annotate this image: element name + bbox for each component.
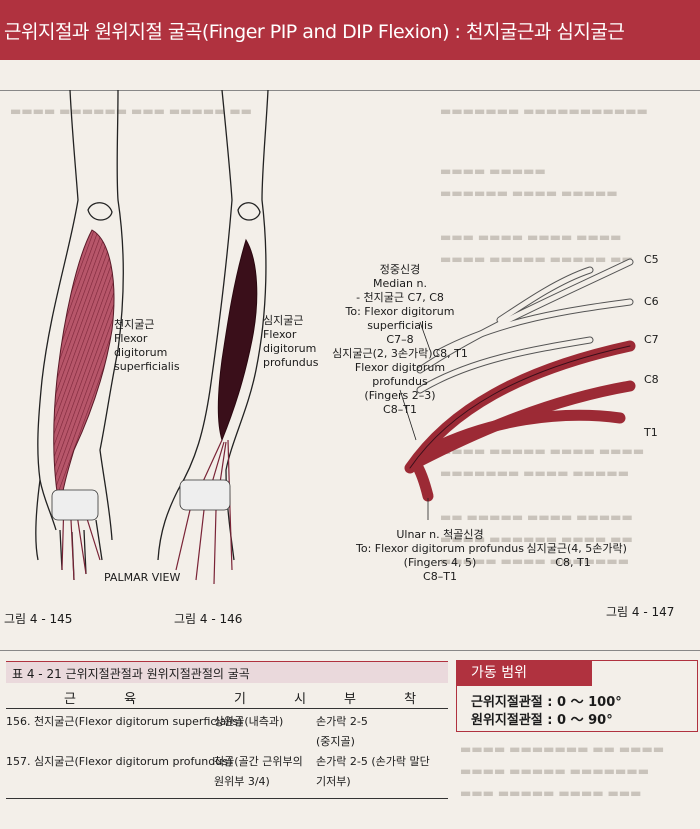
ulnar-label-fingers: (Fingers 4, 5) [403, 556, 477, 569]
bleed-through-text: ▬▬▬▬▬▬▬ ▬▬▬▬▬▬▬▬▬▬▬ [440, 104, 648, 118]
ulnar-label-roots: C8–T1 [423, 570, 457, 583]
palmar-view-label: PALMAR VIEW [104, 571, 181, 584]
fdp-23-label-fingers: (Fingers 2–3) [364, 389, 436, 402]
ulnar-nerve-label: Ulnar n. 척골신경 To: Flexor digitorum profu… [340, 528, 540, 584]
table-header-origin: 기 시 [234, 692, 329, 707]
median-label-fds: - 천지굴근 C7, C8 [356, 291, 444, 304]
caption-fig-145: 그림 4 - 145 [4, 612, 73, 626]
nerve-illustration [399, 258, 636, 520]
fdp-label-line2: Flexor [263, 328, 297, 341]
fdp-23-label-roots: C8–T1 [383, 403, 417, 416]
table-header-muscle: 근 육 [64, 692, 159, 707]
rom-title: 가동 범위 [457, 661, 592, 686]
root-c7: C7 [644, 333, 659, 346]
table-bottom-border [6, 798, 448, 799]
fdp-label-ko: 심지굴근 [263, 314, 304, 327]
row-157-origin-2: 원위부 3/4) [214, 775, 270, 788]
row-157-insertion-2: 기저부) [316, 775, 351, 788]
fdp-45-label-ko: - 심지굴근(4, 5손가락) [519, 542, 627, 555]
fdp-23-label: 심지굴근(2, 3손가락)C8, T1 Flexor digitorum pro… [300, 347, 500, 417]
fds-tendons [61, 489, 101, 581]
table-title: 표 4 - 21 근위지절관절과 원위지절관절의 굴곡 [6, 661, 448, 683]
fdp-23-label-ko: 심지굴근(2, 3손가락)C8, T1 [332, 347, 468, 360]
rom-dip: 원위지절관절 : 0 ～ 90° [471, 713, 613, 728]
fds-label-ko: 천지굴근 [114, 318, 155, 331]
root-c8: C8 [644, 373, 659, 386]
row-157-insertion-1: 손가락 2-5 (손가락 말단 [316, 755, 430, 768]
fdp-label-line3: digitorum [263, 342, 317, 355]
fds-label: 천지굴근 Flexor digitorum superficialis [114, 318, 180, 374]
table-header-divider [6, 708, 448, 709]
fdp-label: 심지굴근 Flexor digitorum profundus [263, 314, 319, 370]
flexor-digitorum-profundus-muscle [217, 238, 258, 442]
median-label-to: To: Flexor digitorum [345, 305, 455, 318]
bleed-through-text: ▬▬▬▬ ▬▬▬▬▬ ▬▬▬▬ ▬▬▬▬▬▬▬▬▬▬▬ ▬▬▬▬ ▬▬▬▬▬▬▬… [440, 444, 645, 568]
caption-fig-146: 그림 4 - 146 [174, 612, 243, 626]
panel-top-border [0, 90, 700, 91]
label-leader-lines [399, 321, 431, 520]
row-157-muscle: 157. 심지굴근(Flexor digitorum profundus) [6, 755, 233, 768]
table-header-insertion: 부 착 [344, 692, 439, 707]
median-label-ko: 정중신경 [379, 263, 421, 276]
row-156-origin: 상완골(내측과) [214, 715, 284, 728]
row-156-insertion-1: 손가락 2-5 [316, 715, 368, 728]
bleed-through-text: ▬▬▬▬ ▬▬▬▬▬▬▬ ▬▬ ▬▬▬▬▬▬▬▬ ▬▬▬▬▬ ▬▬▬▬▬▬▬▬▬… [460, 742, 665, 800]
root-c5: C5 [644, 253, 659, 266]
median-label-muscle: superficialis [367, 319, 433, 332]
row-156-insertion-2: (중지골) [316, 735, 355, 748]
fdp-23-label-en2: profundus [372, 375, 428, 388]
fds-label-line2: Flexor [114, 332, 148, 345]
page-title: 근위지절과 원위지절 굴곡(Finger PIP and DIP Flexion… [4, 20, 625, 43]
row-157-origin-1: 척골(골간 근위부의 [214, 755, 303, 768]
fdp-45-label-roots: C8, T1 [555, 556, 591, 569]
fdp-45-label: - 심지굴근(4, 5손가락) C8, T1 [508, 542, 638, 570]
forearm-illustrations [35, 90, 269, 585]
root-c6: C6 [644, 295, 659, 308]
bleed-through-text: ▬▬▬▬ ▬▬▬▬▬▬▬▬▬▬▬ ▬▬▬▬ ▬▬▬▬▬▬▬▬ ▬▬▬▬ ▬▬▬▬… [440, 164, 633, 266]
fdp-23-label-en1: Flexor digitorum [354, 361, 446, 374]
panel-bottom-border [0, 650, 700, 651]
fds-label-line4: superficialis [114, 360, 180, 373]
ulnar-label-to: To: Flexor digitorum profundus [356, 542, 524, 555]
flexor-digitorum-superficialis-muscle [53, 229, 115, 511]
median-label-en: Median n. [373, 277, 427, 290]
fdp-tendons [175, 439, 233, 585]
rom-pip: 근위지절관절 : 0 ～ 100° [471, 695, 622, 710]
range-of-motion-box: 가동 범위 근위지절관절 : 0 ～ 100° 원위지절관절 : 0 ～ 90° [456, 660, 698, 732]
row-156-muscle: 156. 천지굴근(Flexor digitorum superficialis… [6, 715, 243, 728]
median-label-roots: C7–8 [386, 333, 414, 346]
root-t1: T1 [644, 426, 658, 439]
ulnar-label-title: Ulnar n. 척골신경 [396, 528, 484, 541]
page-header: 근위지절과 원위지절 굴곡(Finger PIP and DIP Flexion… [0, 0, 700, 60]
fds-label-line3: digitorum [114, 346, 168, 359]
fdp-label-line4: profundus [263, 356, 319, 369]
caption-fig-147: 그림 4 - 147 [606, 605, 675, 619]
hand-bones-right [179, 479, 231, 511]
hand-bones-left [51, 489, 99, 521]
median-nerve-label: 정중신경 Median n. - 천지굴근 C7, C8 To: Flexor … [300, 263, 500, 347]
